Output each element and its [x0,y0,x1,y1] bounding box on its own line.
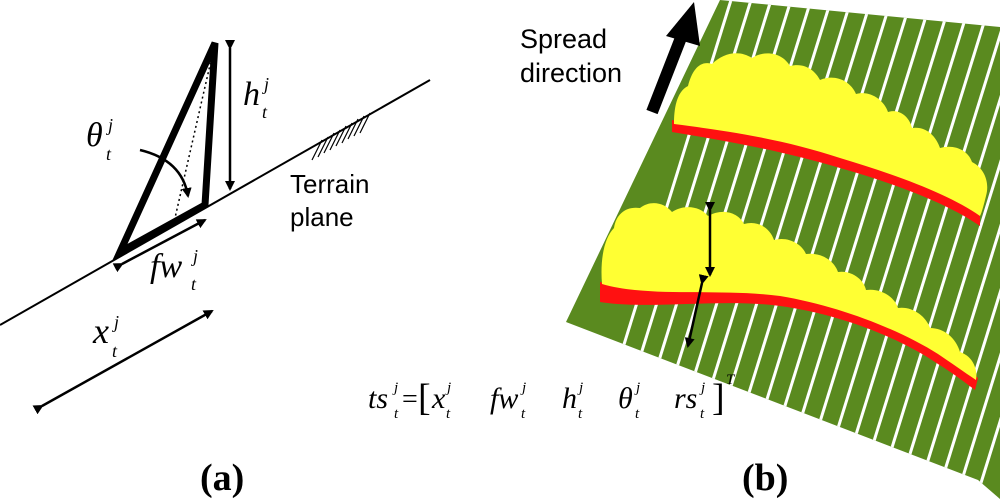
spread-label-line1: Spread [520,24,607,54]
symbol-h-sub: t [262,102,268,122]
symbol-x-sub: t [112,341,118,361]
caption-a: (a) [200,457,244,499]
terrain-line [0,79,431,326]
symbol-x-base: x [92,311,109,351]
terrain-label-line2: plane [290,202,354,232]
angle-arrow [139,148,192,198]
eq-close-bracket: ] [712,377,725,419]
symbol-x: x j t [92,311,119,361]
panel-b: Spread direction ts j t = [ x j t fw j t… [368,0,1000,499]
symbol-fw: fw j t [150,246,198,294]
flame-front-upper [672,53,988,226]
terrain-hatch [311,112,371,161]
symbol-x-sup: j [112,312,119,332]
eq-term-x: x [431,382,446,415]
terrain-label-line1: Terrain [290,169,369,199]
flame-lower-body [601,203,977,380]
eq-transpose: T [726,372,736,388]
symbol-fw-sup: j [191,246,198,266]
eq-term-h-sub: t [578,406,583,422]
eq-lhs-sup: j [392,380,398,396]
spread-direction-arrowhead [666,2,700,46]
eq-term-theta-sup: j [634,380,640,396]
eq-term-x-sup: j [445,380,451,396]
spread-label-line2: direction [520,58,622,88]
symbol-theta-sup: j [106,115,113,135]
flame-triangle [112,41,219,261]
flame-front-lower [600,203,978,390]
eq-term-fw: fw [490,382,518,415]
state-vector-equation: ts j t = [ x j t fw j t h j t θ j t rs j… [368,372,736,422]
eq-term-h-sup: j [577,380,583,396]
symbol-fw-base: fw [150,248,182,285]
symbol-theta-base: θ [86,117,103,154]
eq-open-bracket: [ [418,377,431,419]
eq-term-rs-sub: t [700,406,705,422]
symbol-theta: θ j t [86,115,113,164]
flame-upper-body [674,53,988,217]
eq-lhs-sub: t [394,406,399,422]
caption-b: (b) [742,457,788,499]
position-arrow [32,309,214,415]
symbol-h: h j t [243,74,269,122]
flame-depth-arrow [684,274,709,348]
flame-width-arrow [112,218,207,273]
symbol-h-sup: j [262,74,269,94]
symbol-h-base: h [243,76,260,113]
symbol-theta-sub: t [106,144,112,164]
eq-term-x-sub: t [446,406,451,422]
eq-term-h: h [562,382,577,415]
symbol-fw-sub: t [191,274,197,294]
eq-equals: = [402,384,418,415]
spread-direction-arrow [646,27,690,115]
eq-term-rs-sup: j [699,380,705,396]
eq-term-fw-sub: t [521,406,526,422]
eq-term-rs: rs [674,382,697,415]
eq-lhs: ts [368,382,388,415]
flame-upper-base [672,120,980,226]
eq-term-fw-sup: j [520,380,526,396]
eq-term-theta: θ [618,382,633,415]
panel-a: h j t θ j t fw j t x j t Terrain plane (… [0,40,431,499]
eq-term-theta-sub: t [635,406,640,422]
flame-lower-base [600,282,978,390]
